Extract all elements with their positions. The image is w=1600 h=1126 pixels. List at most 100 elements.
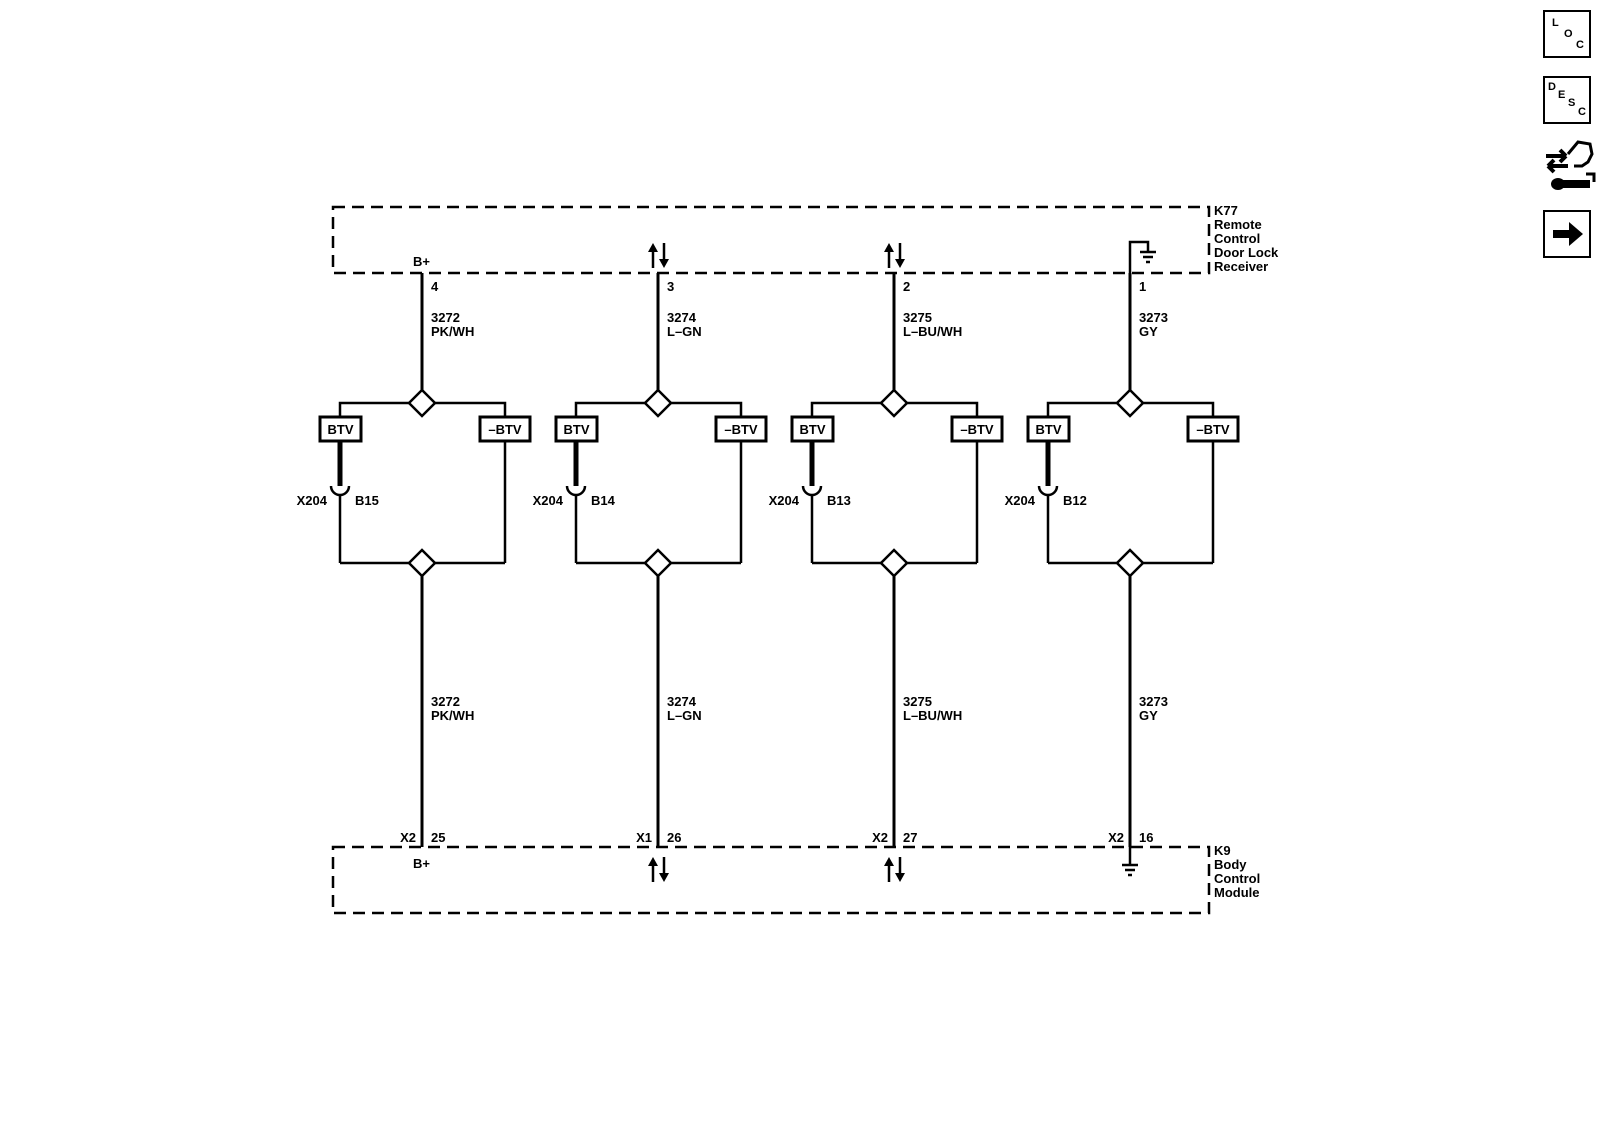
connector-label: X204: [297, 493, 328, 508]
wire-color-label: L–GN: [667, 708, 702, 723]
neg-btv-label: –BTV: [724, 422, 758, 437]
neg-btv-option-box: [714, 415, 768, 443]
desc-icon-letter: E: [1558, 89, 1566, 101]
bcm-connector-label: X2: [1108, 830, 1124, 845]
wire-color-label: GY: [1139, 324, 1158, 339]
receiver-name-line: Control: [1214, 231, 1260, 246]
bcm-connector-label: X1: [636, 830, 652, 845]
top-pin-label: 1: [1139, 279, 1146, 294]
bcm-pin-label: 25: [431, 830, 445, 845]
receiver-name-line: Remote: [1214, 217, 1262, 232]
receiver-module-box: [331, 205, 1211, 275]
bcm-name-line: Body: [1214, 857, 1247, 872]
loc-button[interactable]: L O C: [1543, 10, 1591, 58]
neg-btv-option-box: [478, 415, 532, 443]
next-button[interactable]: [1543, 210, 1591, 258]
splice-diamond: [643, 388, 673, 418]
connector-end-view-button[interactable]: [1538, 136, 1596, 194]
next-arrow-icon: [1553, 222, 1583, 246]
desc-icon-letter: S: [1568, 97, 1576, 109]
desc-icon-letter: D: [1548, 81, 1556, 93]
inline-connector-symbol: [801, 485, 823, 497]
connector-pin-label: B14: [591, 493, 616, 508]
splice-diamond: [407, 548, 437, 578]
wire-color-label: PK/WH: [431, 708, 474, 723]
splice-diamond: [1115, 548, 1145, 578]
loc-icon-letter: C: [1576, 39, 1584, 51]
btv-label: BTV: [564, 422, 590, 437]
top-supply-label: B+: [413, 254, 430, 269]
bcm-supply-label: B+: [413, 856, 430, 871]
neg-btv-option-box: [1186, 415, 1240, 443]
loc-icon: L O C: [1545, 12, 1589, 56]
bcm-name-line: Module: [1214, 885, 1260, 900]
circuit-3272: B+ 4 3272 PK/WH BTV –BTV X204 B15 3272 P…: [297, 254, 532, 871]
splice-diamond: [1115, 388, 1145, 418]
bcm-ref-label: K9: [1214, 843, 1231, 858]
receiver-name-line: Receiver: [1214, 259, 1268, 274]
wire-color-label: PK/WH: [431, 324, 474, 339]
wire-color-label: L–BU/WH: [903, 324, 962, 339]
inline-connector-symbol: [565, 485, 587, 497]
circuit-3274: 3 3274 L–GN BTV –BTV X204 B14 3274 L–GN …: [533, 243, 768, 882]
bcm-name-line: Control: [1214, 871, 1260, 886]
connector-label: X204: [769, 493, 800, 508]
neg-btv-label: –BTV: [960, 422, 994, 437]
bcm-pin-label: 27: [903, 830, 917, 845]
btv-label: BTV: [1036, 422, 1062, 437]
splice-diamond: [879, 388, 909, 418]
top-pin-label: 4: [431, 279, 439, 294]
bidirectional-arrow-icon: [648, 857, 669, 882]
bidirectional-arrow-icon: [884, 243, 905, 268]
btv-label: BTV: [800, 422, 826, 437]
receiver-name-line: Door Lock: [1214, 245, 1279, 260]
btv-label: BTV: [328, 422, 354, 437]
bcm-connector-label: X2: [400, 830, 416, 845]
circuit-number-label: 3274: [667, 310, 697, 325]
circuit-number-label: 3273: [1139, 310, 1168, 325]
receiver-ref-label: K77: [1214, 203, 1238, 218]
desc-icon: D E S C: [1545, 78, 1589, 122]
desc-button[interactable]: D E S C: [1543, 76, 1591, 124]
bcm-pin-label: 16: [1139, 830, 1153, 845]
neg-btv-label: –BTV: [488, 422, 522, 437]
neg-btv-option-box: [950, 415, 1004, 443]
splice-diamond: [879, 548, 909, 578]
wire-color-label: GY: [1139, 708, 1158, 723]
connector-end-view-icon: [1546, 140, 1596, 190]
bcm-pin-label: 26: [667, 830, 681, 845]
wire-color-label: L–BU/WH: [903, 708, 962, 723]
connector-pin-label: B13: [827, 493, 851, 508]
neg-btv-label: –BTV: [1196, 422, 1230, 437]
inline-connector-symbol: [1037, 485, 1059, 497]
top-pin-label: 2: [903, 279, 910, 294]
circuit-number-label: 3272: [431, 310, 460, 325]
btv-option-box: [554, 415, 599, 443]
ground-icon: [1128, 240, 1156, 273]
circuit-number-label: 3274: [667, 694, 697, 709]
inline-connector-symbol: [329, 485, 351, 497]
bcm-module-box: [331, 845, 1211, 915]
splice-diamond: [643, 548, 673, 578]
ground-icon: [1122, 847, 1138, 877]
circuit-3273: 1 3273 GY BTV –BTV X204 B12 3273 GY X2 1…: [1005, 240, 1240, 877]
bidirectional-arrow-icon: [884, 857, 905, 882]
connector-pin-label: B12: [1063, 493, 1087, 508]
top-pin-label: 3: [667, 279, 674, 294]
bidirectional-arrow-icon: [648, 243, 669, 268]
connector-label: X204: [1005, 493, 1036, 508]
circuit-number-label: 3273: [1139, 694, 1168, 709]
desc-icon-letter: C: [1578, 106, 1586, 118]
connector-label: X204: [533, 493, 564, 508]
circuit-number-label: 3275: [903, 310, 932, 325]
loc-icon-letter: L: [1552, 17, 1559, 29]
circuit-3275: 2 3275 L–BU/WH BTV –BTV X204 B13 3275 L–…: [769, 243, 1004, 882]
circuit-number-label: 3272: [431, 694, 460, 709]
splice-diamond: [407, 388, 437, 418]
connector-pin-label: B15: [355, 493, 379, 508]
wire-color-label: L–GN: [667, 324, 702, 339]
bcm-connector-label: X2: [872, 830, 888, 845]
circuit-number-label: 3275: [903, 694, 932, 709]
loc-icon-letter: O: [1564, 28, 1573, 40]
